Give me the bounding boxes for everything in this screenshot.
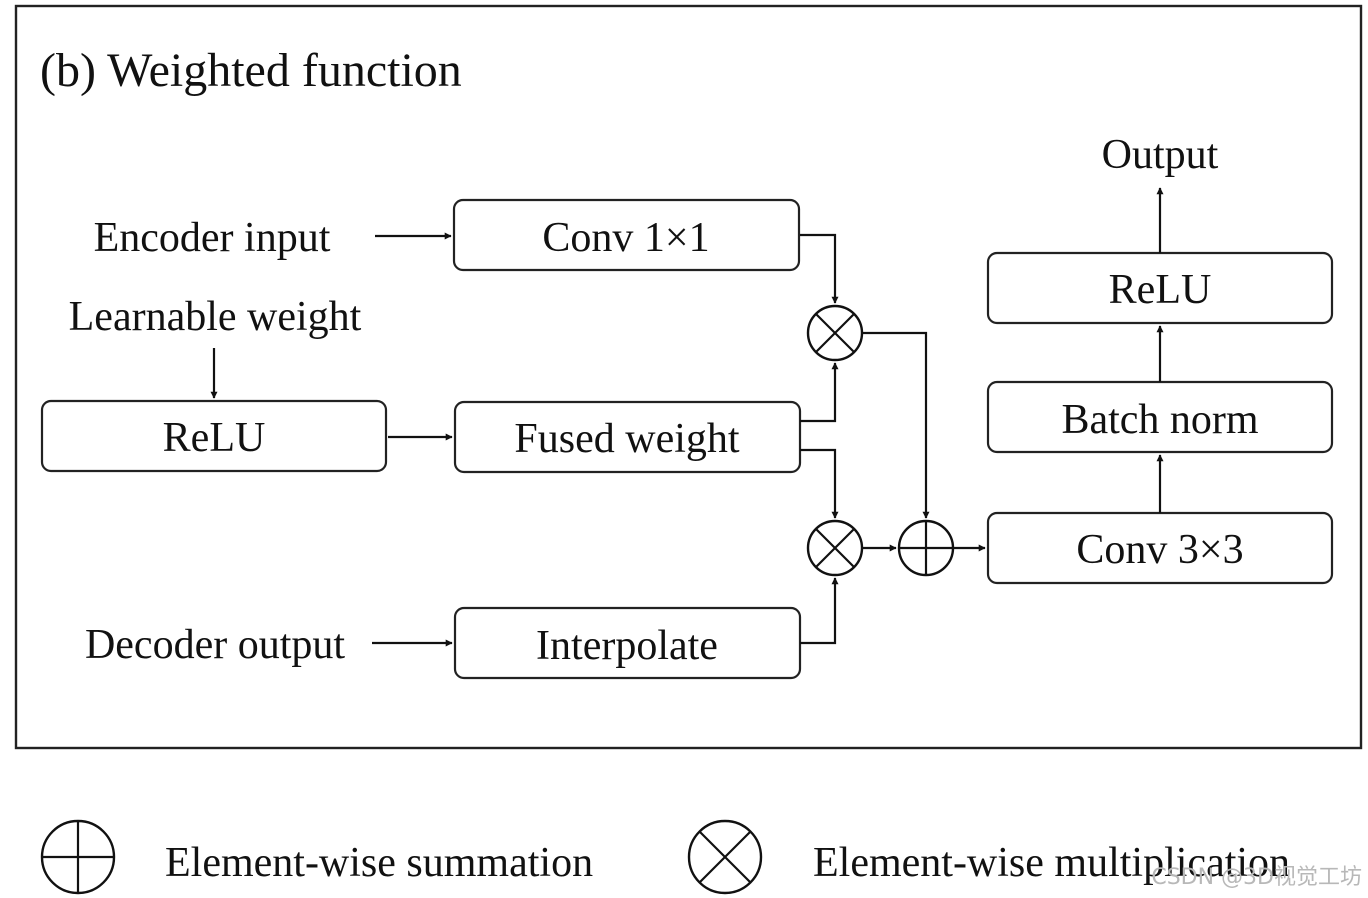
arrow-conv1x1-to-mul-top	[800, 233, 839, 304]
interpolate-label: Interpolate	[536, 623, 718, 669]
output-label: Output	[1102, 132, 1219, 178]
arrow-interpolate-to-mul-bottom	[800, 577, 839, 645]
relu-right-label: ReLU	[1109, 267, 1212, 313]
watermark: CSDN @3D视觉工坊	[1151, 865, 1362, 890]
learnable-weight-label: Learnable weight	[69, 294, 362, 340]
summation-node	[897, 519, 955, 577]
conv3x3-label: Conv 3×3	[1076, 527, 1243, 573]
diagram-title: (b) Weighted function	[40, 44, 462, 97]
multiplication-node-top	[806, 304, 864, 362]
fused-weight-label: Fused weight	[514, 416, 739, 462]
conv1x1-box	[452, 198, 801, 272]
diagram-frame	[14, 4, 1363, 750]
legend-multiplication-icon	[687, 819, 763, 895]
arrow-fused-to-mul-top	[800, 362, 839, 423]
legend-summation-icon	[40, 819, 116, 895]
legend-multiplication-label: Element-wise multiplication	[813, 840, 1290, 886]
conv1x1-label: Conv 1×1	[542, 215, 709, 261]
decoder-output-label: Decoder output	[85, 622, 345, 668]
arrow-fused-to-mul-bottom	[800, 448, 839, 519]
encoder-input-label: Encoder input	[94, 215, 331, 261]
relu-left-box	[40, 399, 388, 473]
batch-norm-label: Batch norm	[1061, 397, 1258, 443]
relu-left-label: ReLU	[163, 415, 266, 461]
legend-summation-label: Element-wise summation	[165, 840, 593, 886]
multiplication-node-bottom	[806, 519, 864, 577]
arrow-mul-top-to-sum	[862, 331, 930, 519]
fused-weight-box	[453, 400, 802, 474]
